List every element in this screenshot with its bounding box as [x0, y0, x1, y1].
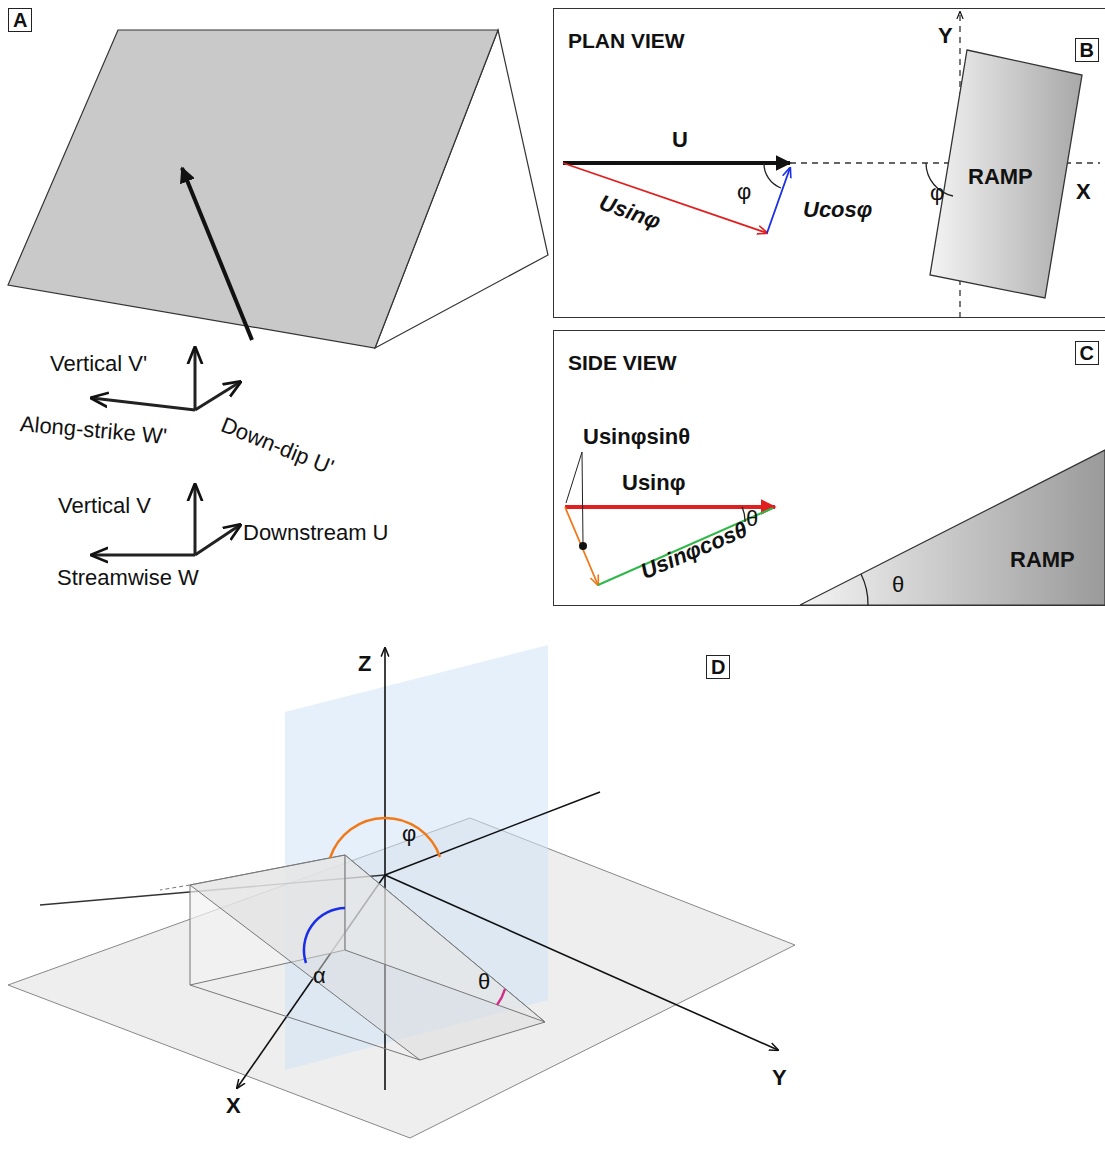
vector-label: U	[672, 128, 688, 152]
panel-d-3d-stroke	[304, 908, 345, 963]
axis-label: Vertical V'	[50, 352, 147, 376]
axis-label: Downstream U	[243, 521, 388, 545]
panel-b-plan-stroke	[563, 163, 767, 233]
panel-a-axes-stroke	[195, 382, 240, 410]
panel-d-3d-stroke	[190, 855, 545, 1060]
panel-a-axes	[92, 348, 240, 555]
panel-b-plan-stroke	[563, 161, 790, 165]
panel-c-side-stroke	[800, 450, 1105, 605]
angle-label: φ	[930, 181, 944, 205]
axis-label: X	[1076, 180, 1091, 204]
panel-c-side-stroke	[579, 542, 587, 550]
axis-label: Z	[358, 652, 371, 676]
panel-a-axes-stroke	[92, 398, 195, 410]
panel-c-side-stroke	[566, 452, 582, 503]
panel-a-ramp-stroke	[8, 30, 498, 348]
panel-c-side-stroke	[565, 507, 598, 585]
angle-label: θ	[746, 507, 758, 531]
vector-label: Usinφcosθ	[637, 518, 751, 584]
axis-label: Down-dip U'	[218, 413, 337, 480]
panel-c-side-stroke	[582, 452, 583, 543]
panel-a-ramp-stroke	[182, 168, 252, 340]
panel-b-plan-stroke	[930, 50, 1082, 298]
panel-d-3d-stroke	[330, 818, 440, 858]
panel-letter-text: C	[1080, 342, 1094, 364]
panel-title: PLAN VIEW	[568, 29, 685, 53]
panel-c-side-stroke	[861, 574, 868, 605]
vector-label: Usinφ	[622, 471, 685, 495]
panel-b-plan	[563, 12, 1100, 318]
panel-c-side-stroke	[565, 505, 775, 509]
panel-d-3d-stroke	[385, 792, 600, 875]
panel-letter: B	[1075, 38, 1099, 62]
panel-a-ramp	[8, 30, 548, 348]
vector-label: Ucosφ	[803, 198, 872, 222]
axis-label: Streamwise W	[57, 566, 199, 590]
vector-label: Usinφ	[596, 191, 664, 234]
angle-label: φ	[737, 180, 751, 204]
panel-a-axes-stroke	[195, 525, 240, 555]
panel-letter-text: D	[711, 656, 725, 678]
panel-c-side-stroke	[598, 508, 773, 585]
panel-b-plan-stroke	[764, 163, 781, 188]
panel-b-plan-stroke	[767, 168, 790, 233]
axis-label: Along-strike W'	[19, 412, 168, 449]
axis-label: X	[226, 1094, 241, 1118]
panel-letter: A	[8, 8, 32, 32]
panel-d-3d	[8, 645, 795, 1138]
panel-c-side	[565, 450, 1105, 605]
ramp-label: RAMP	[1010, 548, 1075, 572]
axis-label: Y	[772, 1066, 787, 1090]
panel-d-3d-stroke	[345, 855, 545, 1022]
panel-d-3d-stroke	[160, 885, 190, 890]
ramp-label: RAMP	[968, 165, 1033, 189]
panel-letter-text: A	[13, 9, 27, 31]
panel-d-3d-stroke	[497, 989, 505, 1005]
axis-label: Y	[938, 24, 953, 48]
panel-letter: C	[1075, 341, 1099, 365]
vector-label: Usinφsinθ	[583, 425, 690, 449]
angle-label: α	[313, 964, 326, 988]
axis-label: Vertical V	[58, 494, 151, 518]
angle-label: θ	[478, 970, 490, 994]
panel-frame: PLAN VIEW B	[553, 8, 1105, 318]
angle-label: θ	[892, 573, 904, 597]
angle-label: φ	[402, 822, 416, 846]
panel-letter-text: B	[1080, 39, 1094, 61]
panel-a-axes-stroke	[194, 485, 197, 555]
panel-title: SIDE VIEW	[568, 351, 677, 375]
panel-a-axes-stroke	[92, 554, 195, 557]
panel-d-3d-stroke	[190, 985, 420, 1060]
panel-a-axes-stroke	[194, 348, 197, 410]
panel-letter: D	[706, 655, 730, 679]
